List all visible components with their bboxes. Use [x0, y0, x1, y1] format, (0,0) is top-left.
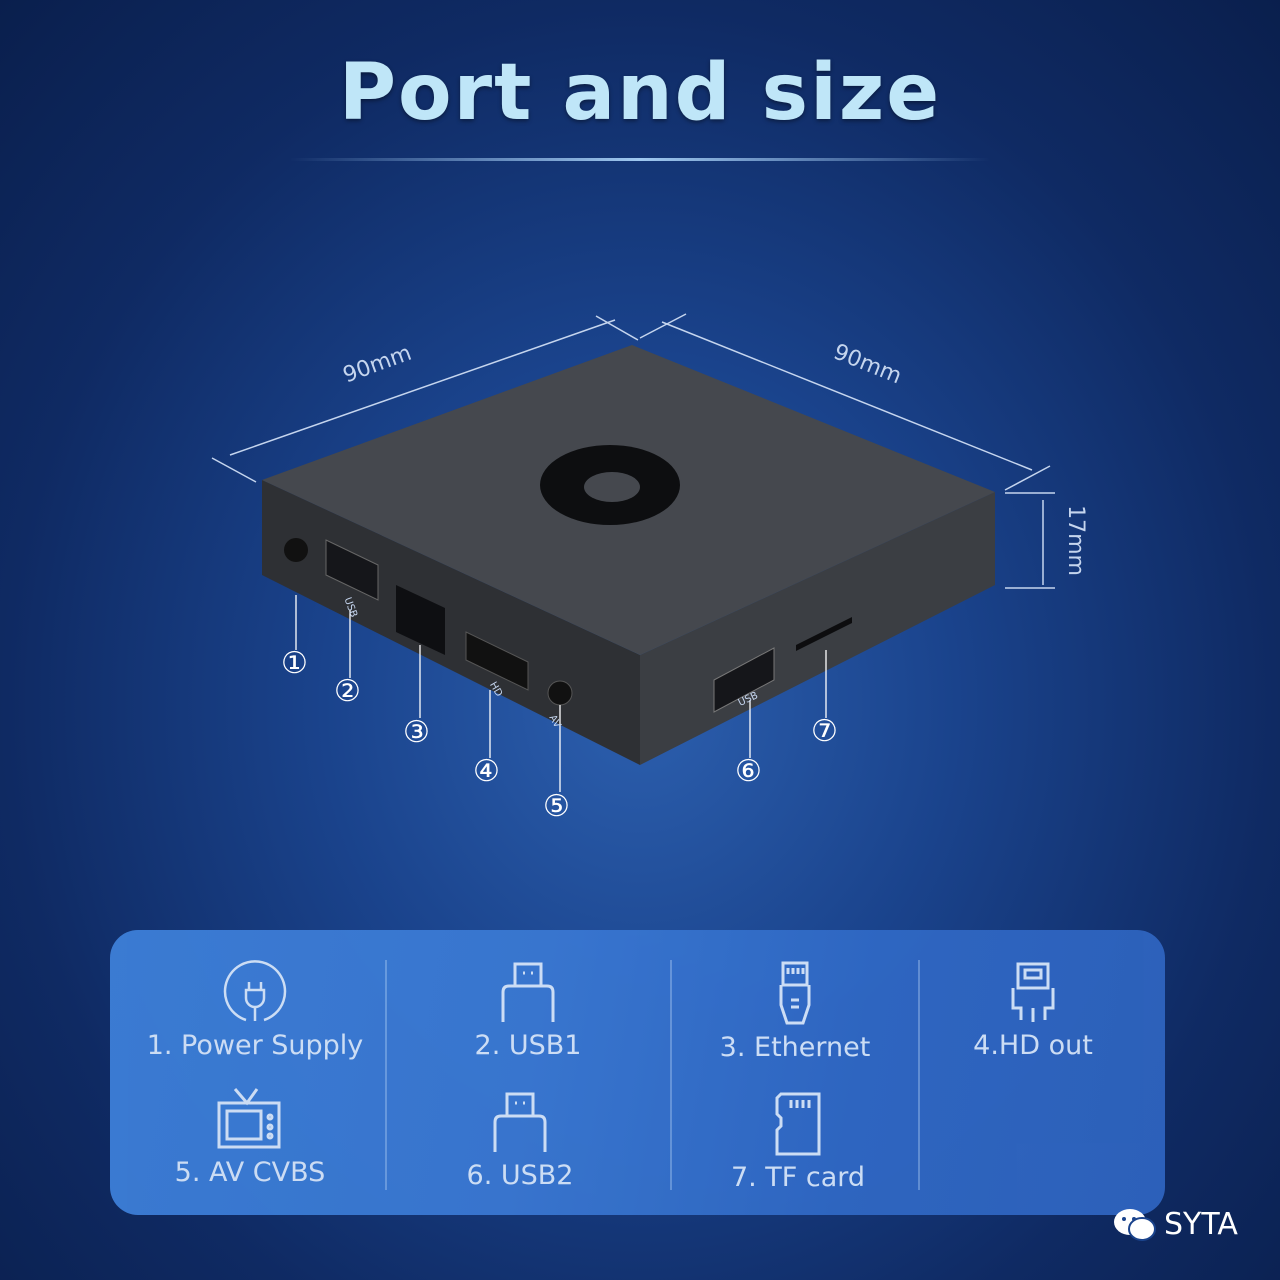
- legend-item-power: 1. Power Supply: [130, 960, 380, 1061]
- tv-icon: [217, 1088, 281, 1149]
- legend-label: 1. Power Supply: [146, 1030, 364, 1061]
- usb-icon: [493, 1092, 547, 1152]
- watermark: SYTA: [1112, 1206, 1238, 1242]
- callout-3: ③: [403, 715, 430, 750]
- power-plug-icon: [223, 960, 287, 1022]
- legend-label: 3. Ethernet: [719, 1032, 871, 1063]
- tf-slot: [796, 617, 852, 651]
- callout-6: ⑥: [735, 754, 762, 789]
- callout-1: ①: [281, 646, 308, 681]
- callout-7: ⑦: [811, 714, 838, 749]
- usb2-port: [713, 647, 775, 713]
- divider: [670, 960, 672, 1190]
- wechat-icon: [1114, 1209, 1156, 1241]
- usb-icon: [501, 962, 555, 1022]
- usb1-port: [325, 539, 379, 601]
- legend-item-hdmi: 4.HD out: [908, 960, 1158, 1061]
- legend-item-av: 5. AV CVBS: [125, 1085, 375, 1188]
- legend-label: 7. TF card: [730, 1162, 866, 1193]
- watermark-text: SYTA: [1164, 1206, 1238, 1242]
- ethernet-icon: [779, 961, 811, 1025]
- hdmi-icon: [1011, 962, 1055, 1022]
- device-left-face: [262, 480, 640, 765]
- callout-5: ⑤: [543, 789, 570, 824]
- page-title: Port and size: [338, 48, 942, 138]
- legend-item-tf-card: 7. TF card: [673, 1090, 923, 1193]
- device-illustration: [211, 313, 1055, 765]
- callout-2: ②: [334, 674, 361, 709]
- title-divider: [290, 158, 990, 161]
- av-port: [547, 680, 573, 706]
- legend-label: 5. AV CVBS: [174, 1157, 326, 1188]
- legend-label: 6. USB2: [466, 1160, 574, 1191]
- legend-label: 2. USB1: [474, 1030, 582, 1061]
- ethernet-port: [396, 585, 445, 655]
- dimension-lines: [211, 313, 1055, 589]
- callout-4: ④: [473, 754, 500, 789]
- legend-item-ethernet: 3. Ethernet: [670, 960, 920, 1063]
- divider: [385, 960, 387, 1190]
- legend-item-usb2: 6. USB2: [395, 1090, 645, 1191]
- power-port: [284, 538, 308, 562]
- height-dimension-label: 17mm: [1062, 505, 1088, 576]
- legend-label: 4.HD out: [973, 1030, 1093, 1061]
- ports-legend-panel: 1. Power Supply 2. USB1 3. Ethernet 4.HD…: [110, 930, 1165, 1215]
- hdmi-port: [465, 631, 529, 691]
- divider: [918, 960, 920, 1190]
- legend-item-usb1: 2. USB1: [403, 960, 653, 1061]
- sd-card-icon: [775, 1092, 821, 1156]
